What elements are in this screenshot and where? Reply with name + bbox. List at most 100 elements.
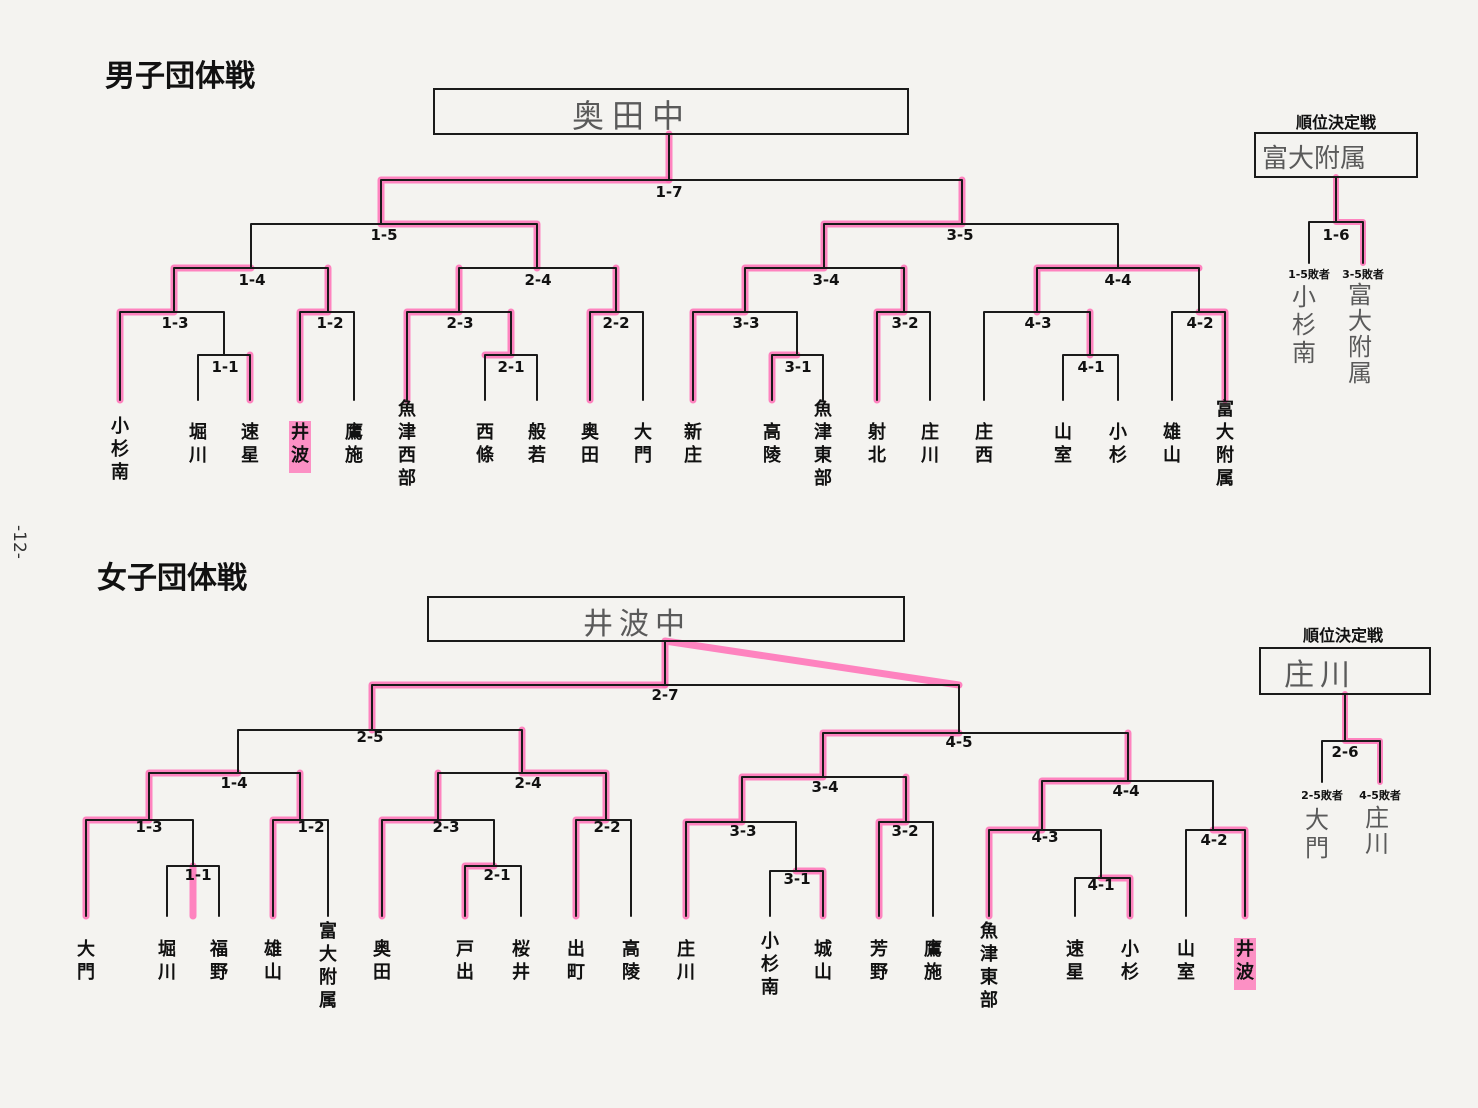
team-char: 魚	[980, 920, 998, 942]
girls-match-2-2-line	[575, 819, 632, 917]
girls-match-code-3-1: 3-1	[783, 870, 810, 888]
team-char: 山	[1163, 445, 1181, 466]
team-char: 富	[319, 920, 337, 942]
team-char: 川	[188, 445, 207, 466]
boys-winner-box	[433, 88, 909, 135]
girls-team-2: 堀川	[157, 939, 176, 983]
team-char: 陵	[763, 444, 782, 466]
girls-team-10: 高陵	[622, 938, 641, 983]
team-char: 町	[567, 962, 585, 983]
team-char: 桜	[512, 938, 530, 960]
girls-match-code-2-2: 2-2	[593, 818, 620, 836]
team-char: 室	[1177, 961, 1195, 983]
boys-highlight-path	[873, 264, 908, 404]
team-char: 小	[111, 416, 129, 437]
girls-team-20: 井波	[1236, 938, 1255, 983]
girls-placement-right-label: 4-5敗者	[1359, 788, 1401, 802]
girls-highlight-path	[378, 769, 442, 920]
team-char: 田	[373, 962, 391, 983]
team-char: 高	[622, 938, 640, 960]
boys-placement-left-label: 1-5敗者	[1288, 267, 1330, 281]
team-char: 井	[1236, 938, 1254, 960]
girls-team-17: 速星	[1066, 938, 1084, 983]
boys-team-4: 井波	[291, 421, 310, 466]
team-char: 波	[291, 444, 310, 466]
boys-match-1-3-line	[119, 311, 225, 401]
team-char: 芳	[870, 938, 888, 960]
boys-team-8: 般若	[527, 421, 546, 466]
team-char: 山	[1054, 422, 1072, 443]
girls-highlight-path	[875, 773, 910, 920]
girls-team-9: 出町	[567, 938, 585, 983]
boys-match-code-1-5: 1-5	[370, 226, 397, 244]
boys-team-17: 山室	[1054, 422, 1072, 466]
girls-winner-name: 井波中	[583, 607, 691, 642]
boys-match-code-1-3: 1-3	[161, 314, 188, 332]
boys-placement-winner: 富大附属	[1262, 144, 1366, 174]
girls-placement-left-team: 大	[1305, 806, 1329, 834]
girls-match-code-2-1: 2-1	[483, 866, 510, 884]
team-char: 射	[867, 421, 886, 443]
team-char: 魚	[398, 398, 416, 420]
team-char: 庄	[921, 421, 939, 443]
team-char: 鷹	[345, 421, 363, 443]
team-char: 大	[634, 421, 652, 443]
team-char: 田	[581, 445, 599, 466]
team-char: 川	[676, 962, 695, 983]
girls-team-14: 芳野	[870, 938, 888, 983]
boys-team-2: 堀川	[188, 422, 207, 466]
boys-placement-right-team: 大	[1348, 307, 1372, 335]
girls-match-code-4-3: 4-3	[1031, 828, 1058, 846]
team-char: 杉	[111, 438, 129, 460]
boys-winner-name: 奥田中	[572, 97, 692, 135]
girls-match-code-2-5: 2-5	[356, 728, 383, 746]
boys-team-18: 小杉	[1109, 422, 1127, 466]
team-char: 部	[814, 467, 832, 489]
boys-placement-box	[1254, 132, 1418, 178]
boys-team-7: 西條	[476, 422, 495, 466]
boys-match-code-3-3: 3-3	[732, 314, 759, 332]
team-char: 般	[528, 421, 546, 443]
team-char: 部	[398, 467, 416, 489]
team-char: 新	[684, 421, 702, 443]
girls-team-5: 富大附属	[319, 920, 337, 1011]
girls-team-6: 奥田	[373, 938, 392, 983]
girls-match-4-2-line	[1185, 829, 1246, 917]
girls-match-1-3-line	[85, 819, 194, 917]
boys-match-code-2-4: 2-4	[524, 271, 551, 289]
boys-team-15: 庄川	[920, 421, 939, 466]
girls-match-code-3-2: 3-2	[891, 822, 918, 840]
team-char: 北	[868, 445, 886, 466]
girls-match-code-1-3: 1-3	[135, 818, 162, 836]
boys-placement-left-team: 南	[1292, 339, 1316, 367]
girls-placement-right-team: 川	[1365, 830, 1389, 858]
boys-placement-left-team: 小	[1292, 283, 1316, 311]
team-char: 川	[920, 445, 939, 466]
boys-placement-bar	[1308, 221, 1364, 264]
girls-match-1-4-line	[148, 772, 301, 821]
boys-match-code-3-5: 3-5	[946, 226, 973, 244]
girls-team-3: 福野	[209, 938, 228, 983]
girls-placement-left-label: 2-5敗者	[1301, 788, 1343, 802]
boys-placement-right-team: 附	[1348, 333, 1372, 361]
team-char: 速	[1066, 938, 1084, 960]
girls-winner-box	[427, 596, 905, 642]
girls-match-code-2-3: 2-3	[432, 818, 459, 836]
boys-team-14: 射北	[867, 421, 886, 466]
team-char: 津	[398, 421, 416, 443]
team-char: 南	[761, 976, 779, 998]
boys-team-19: 雄山	[1162, 421, 1181, 466]
boys-team-11: 新庄	[684, 421, 702, 466]
boys-match-code-2-3: 2-3	[446, 314, 473, 332]
team-char: 施	[924, 961, 942, 983]
girls-placement-box	[1259, 647, 1431, 695]
team-char: 魚	[814, 398, 832, 420]
girls-placement-code: 2-6	[1331, 743, 1358, 761]
team-char: 雄	[1162, 421, 1181, 443]
girls-placement-highlight	[1342, 691, 1383, 785]
team-char: 福	[209, 938, 228, 960]
boys-team-5: 鷹施	[345, 421, 363, 466]
boys-team-10: 大門	[634, 421, 652, 466]
